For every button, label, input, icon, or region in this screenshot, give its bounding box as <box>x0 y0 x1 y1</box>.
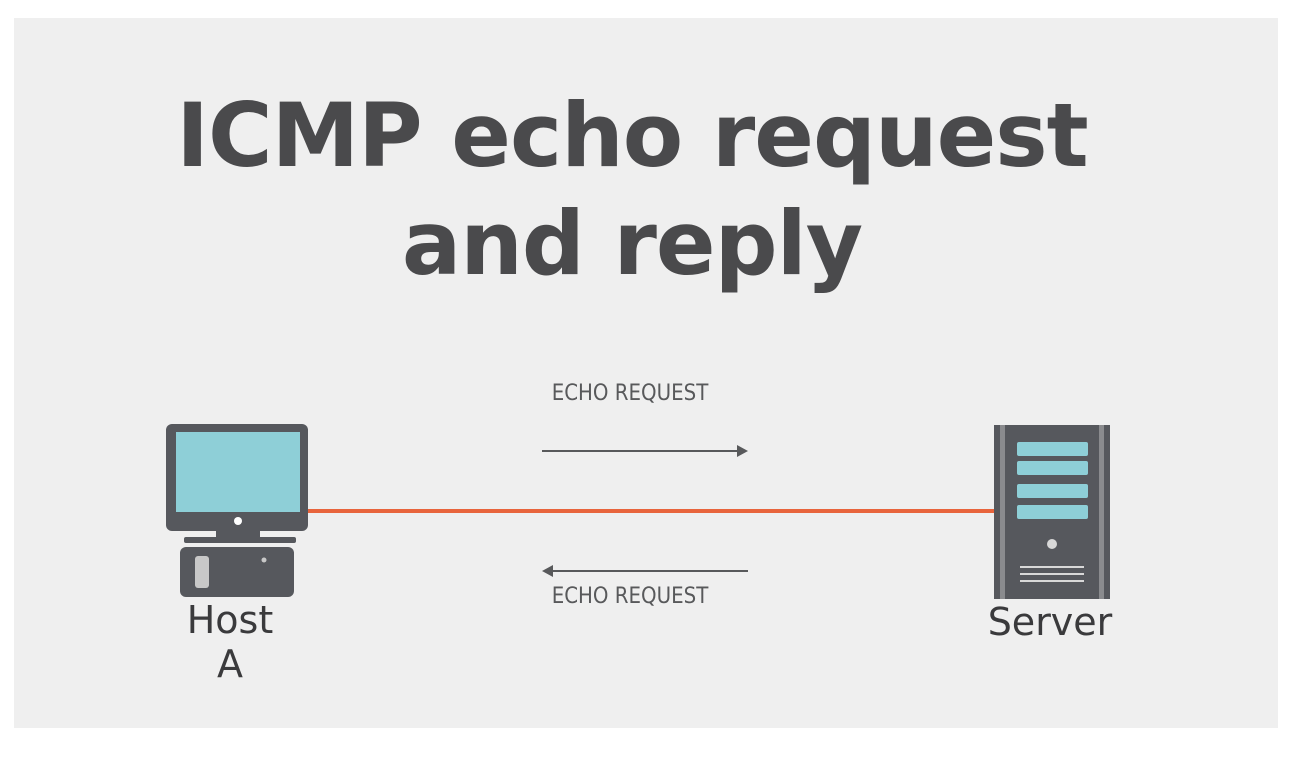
echo-reply-label: ECHO REQUEST <box>551 584 709 609</box>
title-line-2: and reply <box>401 192 863 295</box>
right-arrow-icon <box>542 445 748 457</box>
host-label: Host A <box>160 598 300 686</box>
desktop-computer-icon <box>166 424 308 597</box>
echo-request-label: ECHO REQUEST <box>551 381 709 406</box>
title-line-1: ICMP echo request <box>176 84 1088 187</box>
left-arrow-icon <box>542 565 748 577</box>
host-label-line-2: A <box>217 641 243 686</box>
server-tower-icon <box>994 425 1110 599</box>
server-label: Server <box>987 600 1113 644</box>
diagram-panel <box>14 18 1278 728</box>
host-label-line-1: Host <box>186 598 274 642</box>
